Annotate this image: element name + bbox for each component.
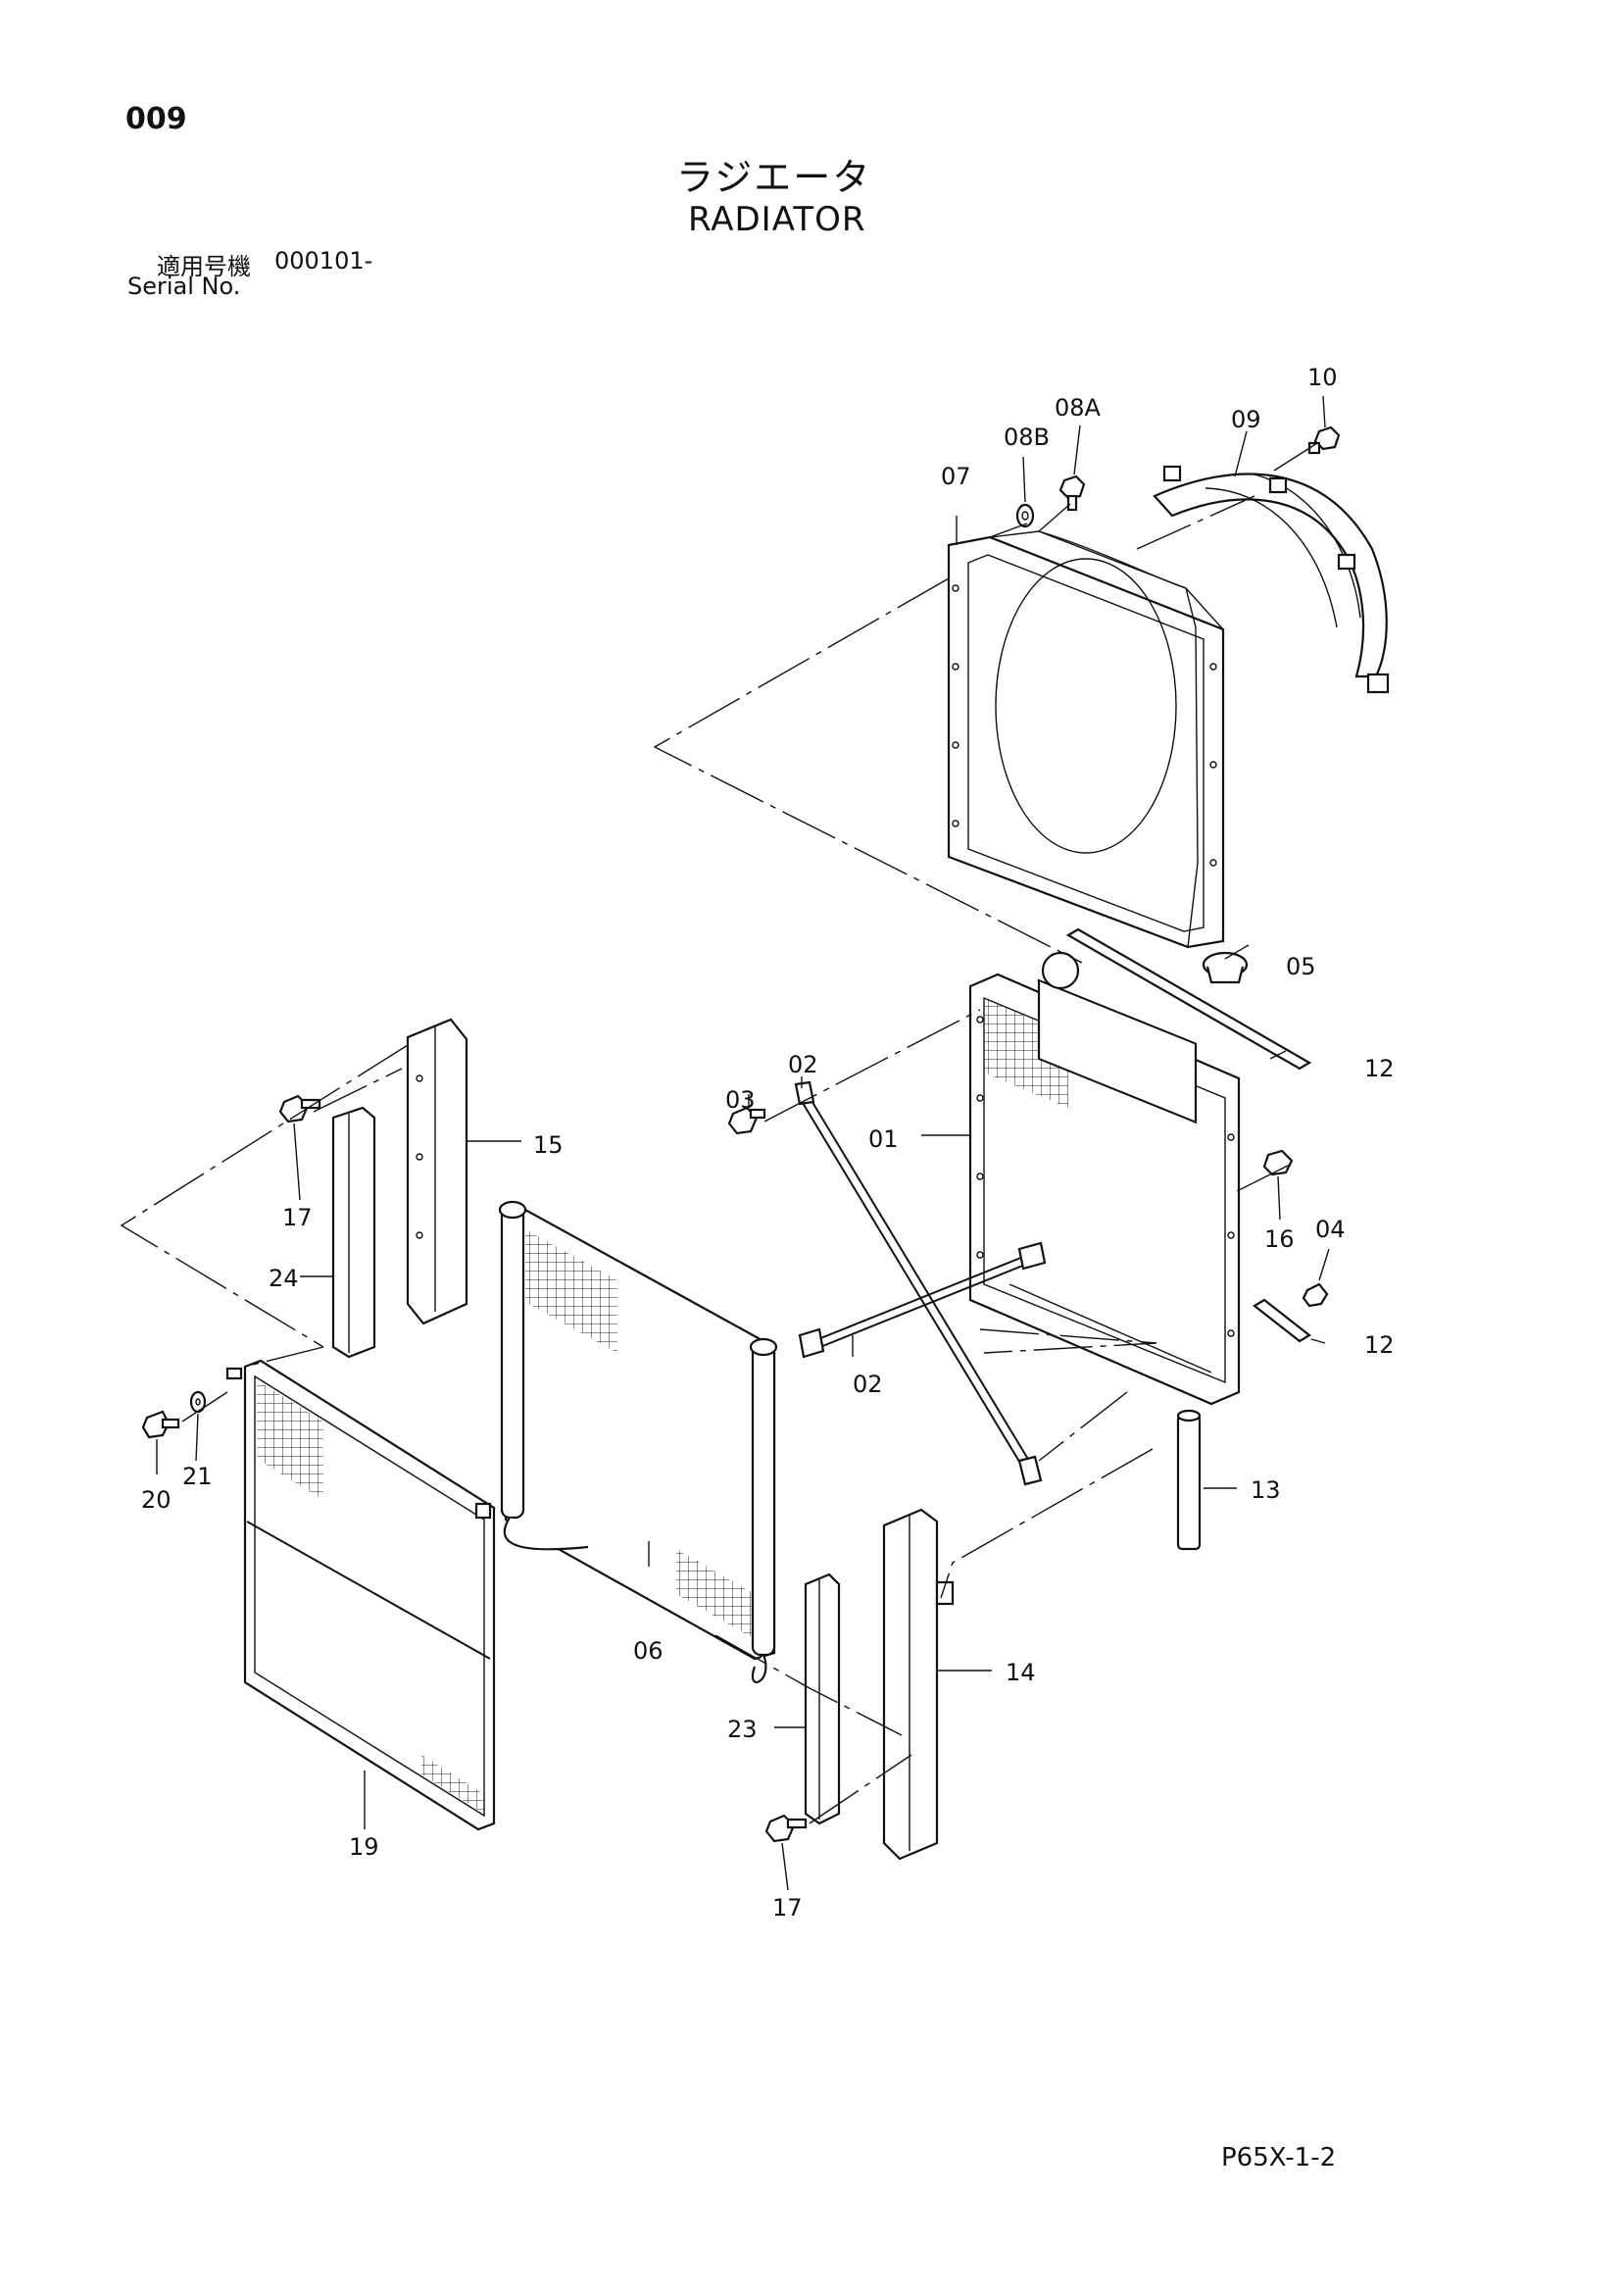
callout-16: 16 bbox=[1264, 1225, 1295, 1253]
stay-rod bbox=[794, 1080, 1043, 1486]
fan-shroud bbox=[947, 530, 1225, 949]
callout-13: 13 bbox=[1251, 1476, 1281, 1504]
radiator-cap bbox=[1202, 951, 1249, 984]
callout-17-upper: 17 bbox=[282, 1204, 313, 1231]
callout-09: 09 bbox=[1231, 406, 1261, 433]
drawing-code: P65X-1-2 bbox=[1221, 2143, 1337, 2172]
bracket-24 bbox=[331, 1106, 376, 1359]
callout-06: 06 bbox=[633, 1637, 664, 1665]
callout-05: 05 bbox=[1286, 953, 1316, 980]
bracket-15 bbox=[406, 1018, 468, 1325]
bolt-10 bbox=[1307, 425, 1341, 455]
page-number: 009 bbox=[125, 102, 187, 136]
bracket-23 bbox=[804, 1572, 841, 1825]
callout-01: 01 bbox=[868, 1125, 899, 1153]
callout-04: 04 bbox=[1315, 1216, 1346, 1243]
serial-value: 000101- bbox=[274, 247, 373, 275]
callout-21: 21 bbox=[182, 1463, 213, 1490]
callout-14: 14 bbox=[1006, 1659, 1036, 1686]
bolt-16 bbox=[1262, 1149, 1294, 1176]
title-english: RADIATOR bbox=[688, 200, 866, 239]
callout-08b: 08B bbox=[1004, 424, 1050, 451]
wing-bolt-20 bbox=[141, 1410, 180, 1439]
washer-08b bbox=[1015, 503, 1035, 528]
dust-screen bbox=[225, 1359, 496, 1831]
callout-12-lower: 12 bbox=[1364, 1331, 1395, 1359]
callout-19: 19 bbox=[349, 1833, 379, 1861]
callout-03: 03 bbox=[725, 1086, 756, 1114]
oil-cooler bbox=[498, 1200, 778, 1684]
callout-23: 23 bbox=[727, 1716, 758, 1743]
seal-upper-12 bbox=[1065, 927, 1312, 1071]
callout-17-lower: 17 bbox=[772, 1894, 803, 1922]
bolt-17-lower bbox=[764, 1814, 808, 1843]
bolt-08a bbox=[1058, 474, 1086, 512]
callout-07: 07 bbox=[941, 463, 971, 490]
callout-24: 24 bbox=[269, 1265, 299, 1292]
pipe-13 bbox=[1176, 1409, 1202, 1551]
callout-15: 15 bbox=[533, 1131, 564, 1159]
serial-label-english: Serial No. bbox=[127, 273, 241, 300]
callout-08a: 08A bbox=[1055, 394, 1102, 422]
title-japanese: ラジエータ bbox=[676, 156, 872, 199]
callout-02-lower: 02 bbox=[853, 1371, 883, 1398]
callout-10: 10 bbox=[1307, 364, 1338, 391]
alignment-lines bbox=[120, 442, 1318, 1824]
stay-rod-lower bbox=[798, 1241, 1047, 1359]
callout-12-upper: 12 bbox=[1364, 1055, 1395, 1082]
fan-guard bbox=[1153, 465, 1390, 694]
bolt-03 bbox=[727, 1106, 766, 1135]
serial-label-japanese: 適用号機 bbox=[157, 253, 251, 280]
bolt-04 bbox=[1302, 1282, 1329, 1308]
seal-lower-12 bbox=[1253, 1298, 1311, 1343]
callout-20: 20 bbox=[141, 1486, 172, 1514]
bolt-17-upper bbox=[278, 1094, 321, 1123]
leader-lines bbox=[156, 395, 1330, 1891]
callout-labels: 10 08A 09 08B 07 05 12 02 03 15 01 04 17… bbox=[141, 364, 1395, 1922]
radiator-core bbox=[968, 951, 1241, 1406]
callout-02-upper: 02 bbox=[788, 1051, 818, 1078]
bracket-14 bbox=[882, 1508, 955, 1861]
